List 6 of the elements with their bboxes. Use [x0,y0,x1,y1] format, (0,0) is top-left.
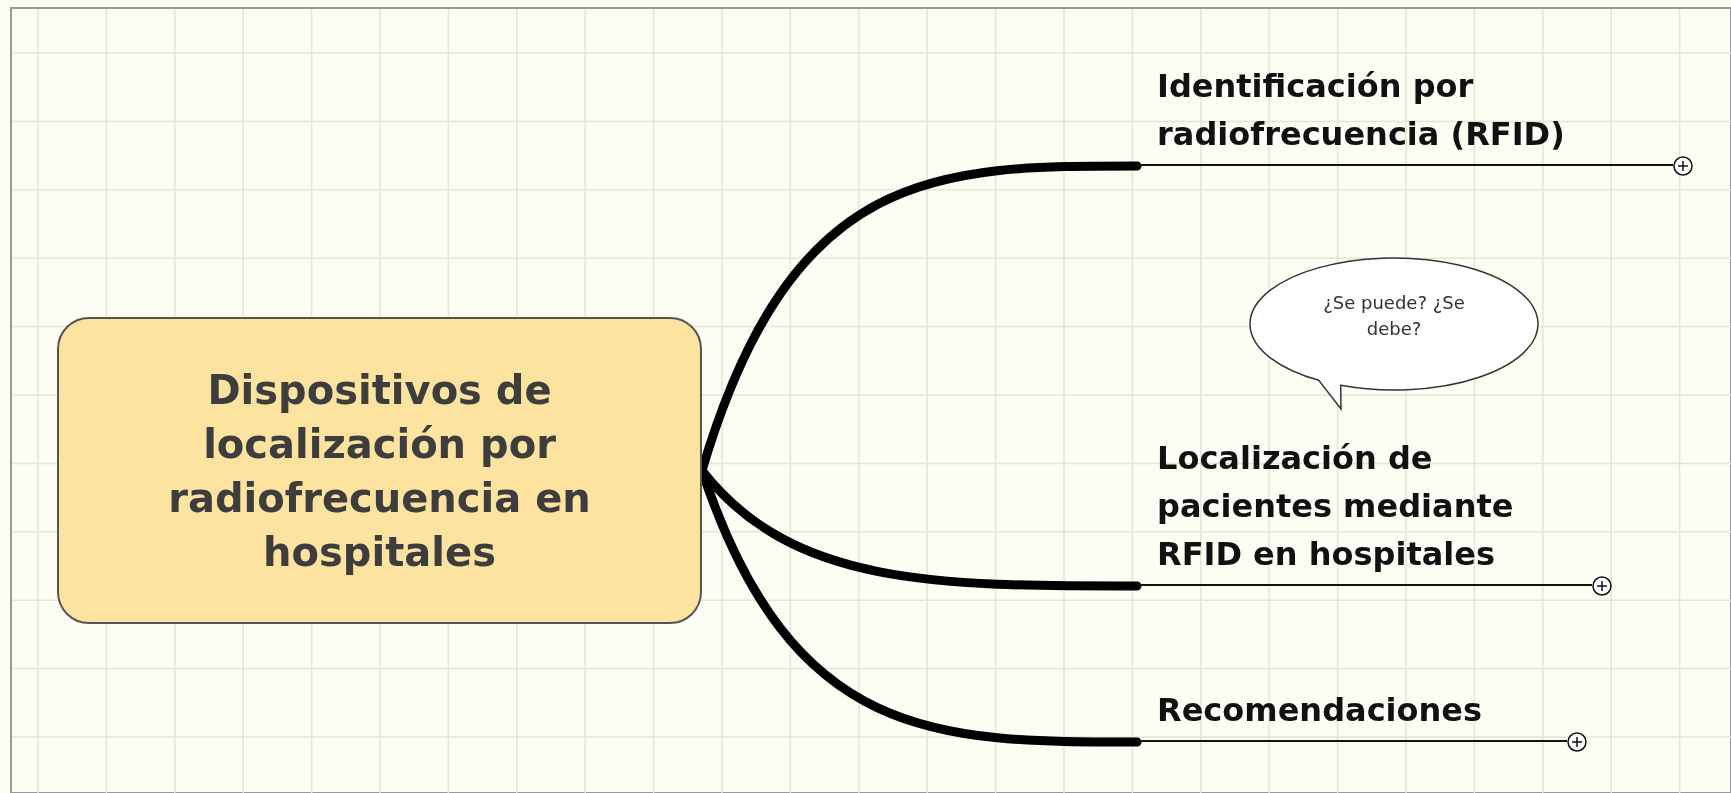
topic-label: Dispositivos de localización por radiofrecuencia en hospitales [167,365,592,577]
callout-text: ¿Se puede? ¿Se debe? [1322,291,1466,342]
topic-label: Localización de pacientes mediante RFID en hospitales [1157,438,1515,575]
central-topic-box [57,317,702,624]
topic-label: Identificación por radiofrecuencia (RFID) [1157,66,1566,155]
topic-label: Recomendaciones [1157,690,1484,731]
